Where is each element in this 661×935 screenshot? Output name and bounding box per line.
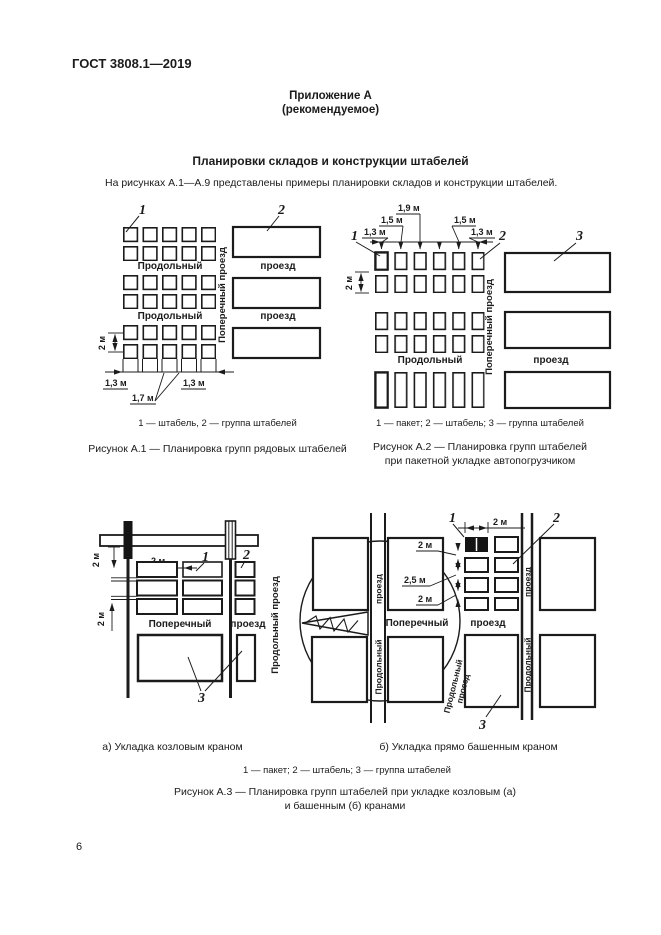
a3a-dim-v-bottom: 2 м bbox=[96, 612, 106, 627]
a3a-callouts: 1 2 3 bbox=[187, 548, 250, 706]
a3a-dim-v-top: 2 м bbox=[91, 553, 101, 568]
a1-drive-top: проезд bbox=[260, 261, 296, 272]
a2-callout-2: 2 bbox=[498, 229, 506, 244]
a1-stack-group-rects bbox=[231, 225, 322, 360]
a1-legend: 1 — штабель, 2 — группа штабелей bbox=[138, 418, 297, 429]
a2-stack-group-rects bbox=[503, 251, 612, 410]
a2-vertical-dimension: 2 м bbox=[344, 271, 369, 294]
a3b-transverse: Поперечный bbox=[386, 618, 449, 629]
a1-callout-2: 2 bbox=[277, 203, 285, 218]
a2-drive: проезд bbox=[533, 355, 569, 366]
a3b-callout-1: 1 bbox=[449, 511, 456, 526]
appendix-note: (рекомендуемое) bbox=[281, 104, 380, 116]
a3b-crane-jib bbox=[301, 611, 369, 636]
a2-callout-3: 3 bbox=[575, 229, 583, 244]
a1-transverse-vertical: Поперечный проезд bbox=[217, 247, 228, 343]
a1-bottom-dimension: 1,3 м 1,7 м 1,3 м bbox=[103, 359, 234, 405]
a2-top-dimensions: 1,3 м 1,5 м 1,9 м 1,5 м 1,3 м bbox=[362, 203, 495, 250]
a2-caption: Рисунок А.2 — Планировка групп штабелей … bbox=[350, 441, 610, 468]
a3b-callout-3: 3 bbox=[478, 718, 486, 733]
figure-a3a-drawing: 2 м 2 м 2 м bbox=[91, 520, 281, 706]
a1-drive-bottom: проезд bbox=[260, 311, 296, 322]
a3b-road-right-bottom: Продольный bbox=[523, 637, 533, 692]
a3b-left-dimensions: 2 м 2,5 м 2 м bbox=[402, 540, 461, 607]
a1-extension-lines bbox=[122, 359, 217, 372]
a2-road-labels: Продольный проезд Поперечный проезд bbox=[398, 279, 570, 375]
a2-column-arrows bbox=[371, 239, 488, 250]
a2-dim-19: 1,9 м bbox=[398, 203, 420, 213]
figure-a3b-drawing: 2 м 2 м 2,5 м 2 м 1 2 3 bbox=[299, 511, 597, 733]
a3b-top-dimension: 2 м bbox=[458, 517, 525, 533]
a1-callout-1: 1 bbox=[139, 203, 146, 218]
a3b-drive: проезд bbox=[470, 618, 506, 629]
a1-vertical-dimension: 2 м bbox=[97, 332, 123, 353]
a2-callout-1: 1 bbox=[351, 229, 358, 244]
a3a-road-labels: Поперечный проезд Продольный проезд bbox=[149, 576, 281, 674]
a2-callouts: 1 2 3 bbox=[351, 229, 583, 262]
a3b-callout-2: 2 bbox=[552, 511, 560, 526]
section-title: Планировки складов и конструкции штабеле… bbox=[192, 154, 469, 168]
a2-caption-line2: при пакетной укладке автопогрузчиком bbox=[384, 454, 576, 467]
a3a-drive: проезд bbox=[230, 619, 266, 630]
a3b-road-right-top: проезд bbox=[523, 566, 533, 596]
page-number: 6 bbox=[76, 841, 83, 853]
a2-dim-13-right: 1,3 м bbox=[471, 227, 493, 237]
a3-caption: Рисунок А.3 — Планировка групп штабелей … bbox=[130, 786, 560, 813]
a2-legend: 1 — пакет; 2 — штабель; 3 — группа штабе… bbox=[376, 418, 584, 429]
figure-a2-drawing: 1,3 м 1,5 м 1,9 м 1,5 м 1,3 м 2 м 1 bbox=[344, 203, 612, 410]
a3a-stacks bbox=[136, 561, 257, 683]
a1-caption: Рисунок А.1 — Планировка групп рядовых ш… bbox=[88, 443, 347, 455]
a2-caption-line1: Рисунок А.2 — Планировка групп штабелей bbox=[373, 441, 587, 453]
a1-dim-2m: 2 м bbox=[97, 336, 107, 351]
a3b-callouts: 1 2 3 bbox=[449, 511, 560, 733]
a3a-callout-2: 2 bbox=[242, 548, 250, 563]
a3b-dim-row3: 2 м bbox=[418, 594, 433, 604]
a2-dim-13-left: 1,3 м bbox=[364, 227, 386, 237]
a3b-road-left-bottom: Продольный bbox=[374, 639, 384, 694]
a3a-longitudinal-vertical: Продольный проезд bbox=[270, 576, 281, 674]
a3b-dim-row1: 2 м bbox=[418, 540, 433, 550]
a2-dim-15-left: 1,5 м bbox=[381, 215, 403, 225]
a2-longitudinal: Продольный bbox=[398, 355, 463, 366]
a1-dim-17: 1,7 м bbox=[132, 393, 154, 403]
a3-sub-b: б) Укладка прямо башенным краном bbox=[379, 741, 558, 753]
a3b-pack-rects bbox=[464, 536, 519, 611]
intro-paragraph: На рисунках А.1—А.9 представлены примеры… bbox=[105, 177, 558, 189]
a2-transverse-vertical: Поперечный проезд bbox=[484, 279, 495, 375]
a2-dim-2m: 2 м bbox=[344, 276, 354, 291]
a1-dim-13-left: 1,3 м bbox=[105, 378, 127, 388]
a3b-stack-group-squares bbox=[310, 536, 597, 709]
a3a-callout-3: 3 bbox=[197, 691, 205, 706]
a1-longitudinal-bottom: Продольный bbox=[138, 311, 203, 322]
a3-caption-line2: и башенным (б) кранами bbox=[284, 799, 406, 812]
a3-sub-a: а) Укладка козловым краном bbox=[102, 741, 243, 753]
a3b-road-left-top: проезд bbox=[374, 573, 384, 603]
a1-dim-13-right: 1,3 м bbox=[183, 378, 205, 388]
doc-header: ГОСТ 3808.1—2019 bbox=[72, 56, 192, 71]
a3-legend: 1 — пакет; 2 — штабель; 3 — группа штабе… bbox=[243, 765, 451, 776]
a3a-callout-1: 1 bbox=[202, 550, 209, 565]
a3-caption-line1: Рисунок А.3 — Планировка групп штабелей … bbox=[174, 786, 516, 798]
figure-a1-drawing: Продольный Продольный проезд проезд Попе… bbox=[97, 203, 322, 405]
a3a-transverse: Поперечный bbox=[149, 619, 212, 630]
a3b-dim-row2: 2,5 м bbox=[404, 575, 426, 585]
a2-dim-15-right: 1,5 м bbox=[454, 215, 476, 225]
a3b-roads bbox=[370, 513, 534, 723]
a3b-crane-radius-circle bbox=[299, 540, 461, 702]
a3a-gantry-crane bbox=[99, 520, 259, 698]
a3a-row-ticks bbox=[111, 577, 138, 600]
a1-callouts: 1 2 bbox=[125, 203, 285, 233]
a1-stack-grids bbox=[123, 227, 216, 359]
a1-road-labels: Продольный Продольный проезд проезд Попе… bbox=[138, 247, 297, 343]
appendix-title: Приложение А bbox=[289, 90, 372, 102]
a2-pack-grids bbox=[374, 251, 485, 409]
a3b-dim-top: 2 м bbox=[493, 517, 508, 527]
a1-longitudinal-top: Продольный bbox=[138, 261, 203, 272]
